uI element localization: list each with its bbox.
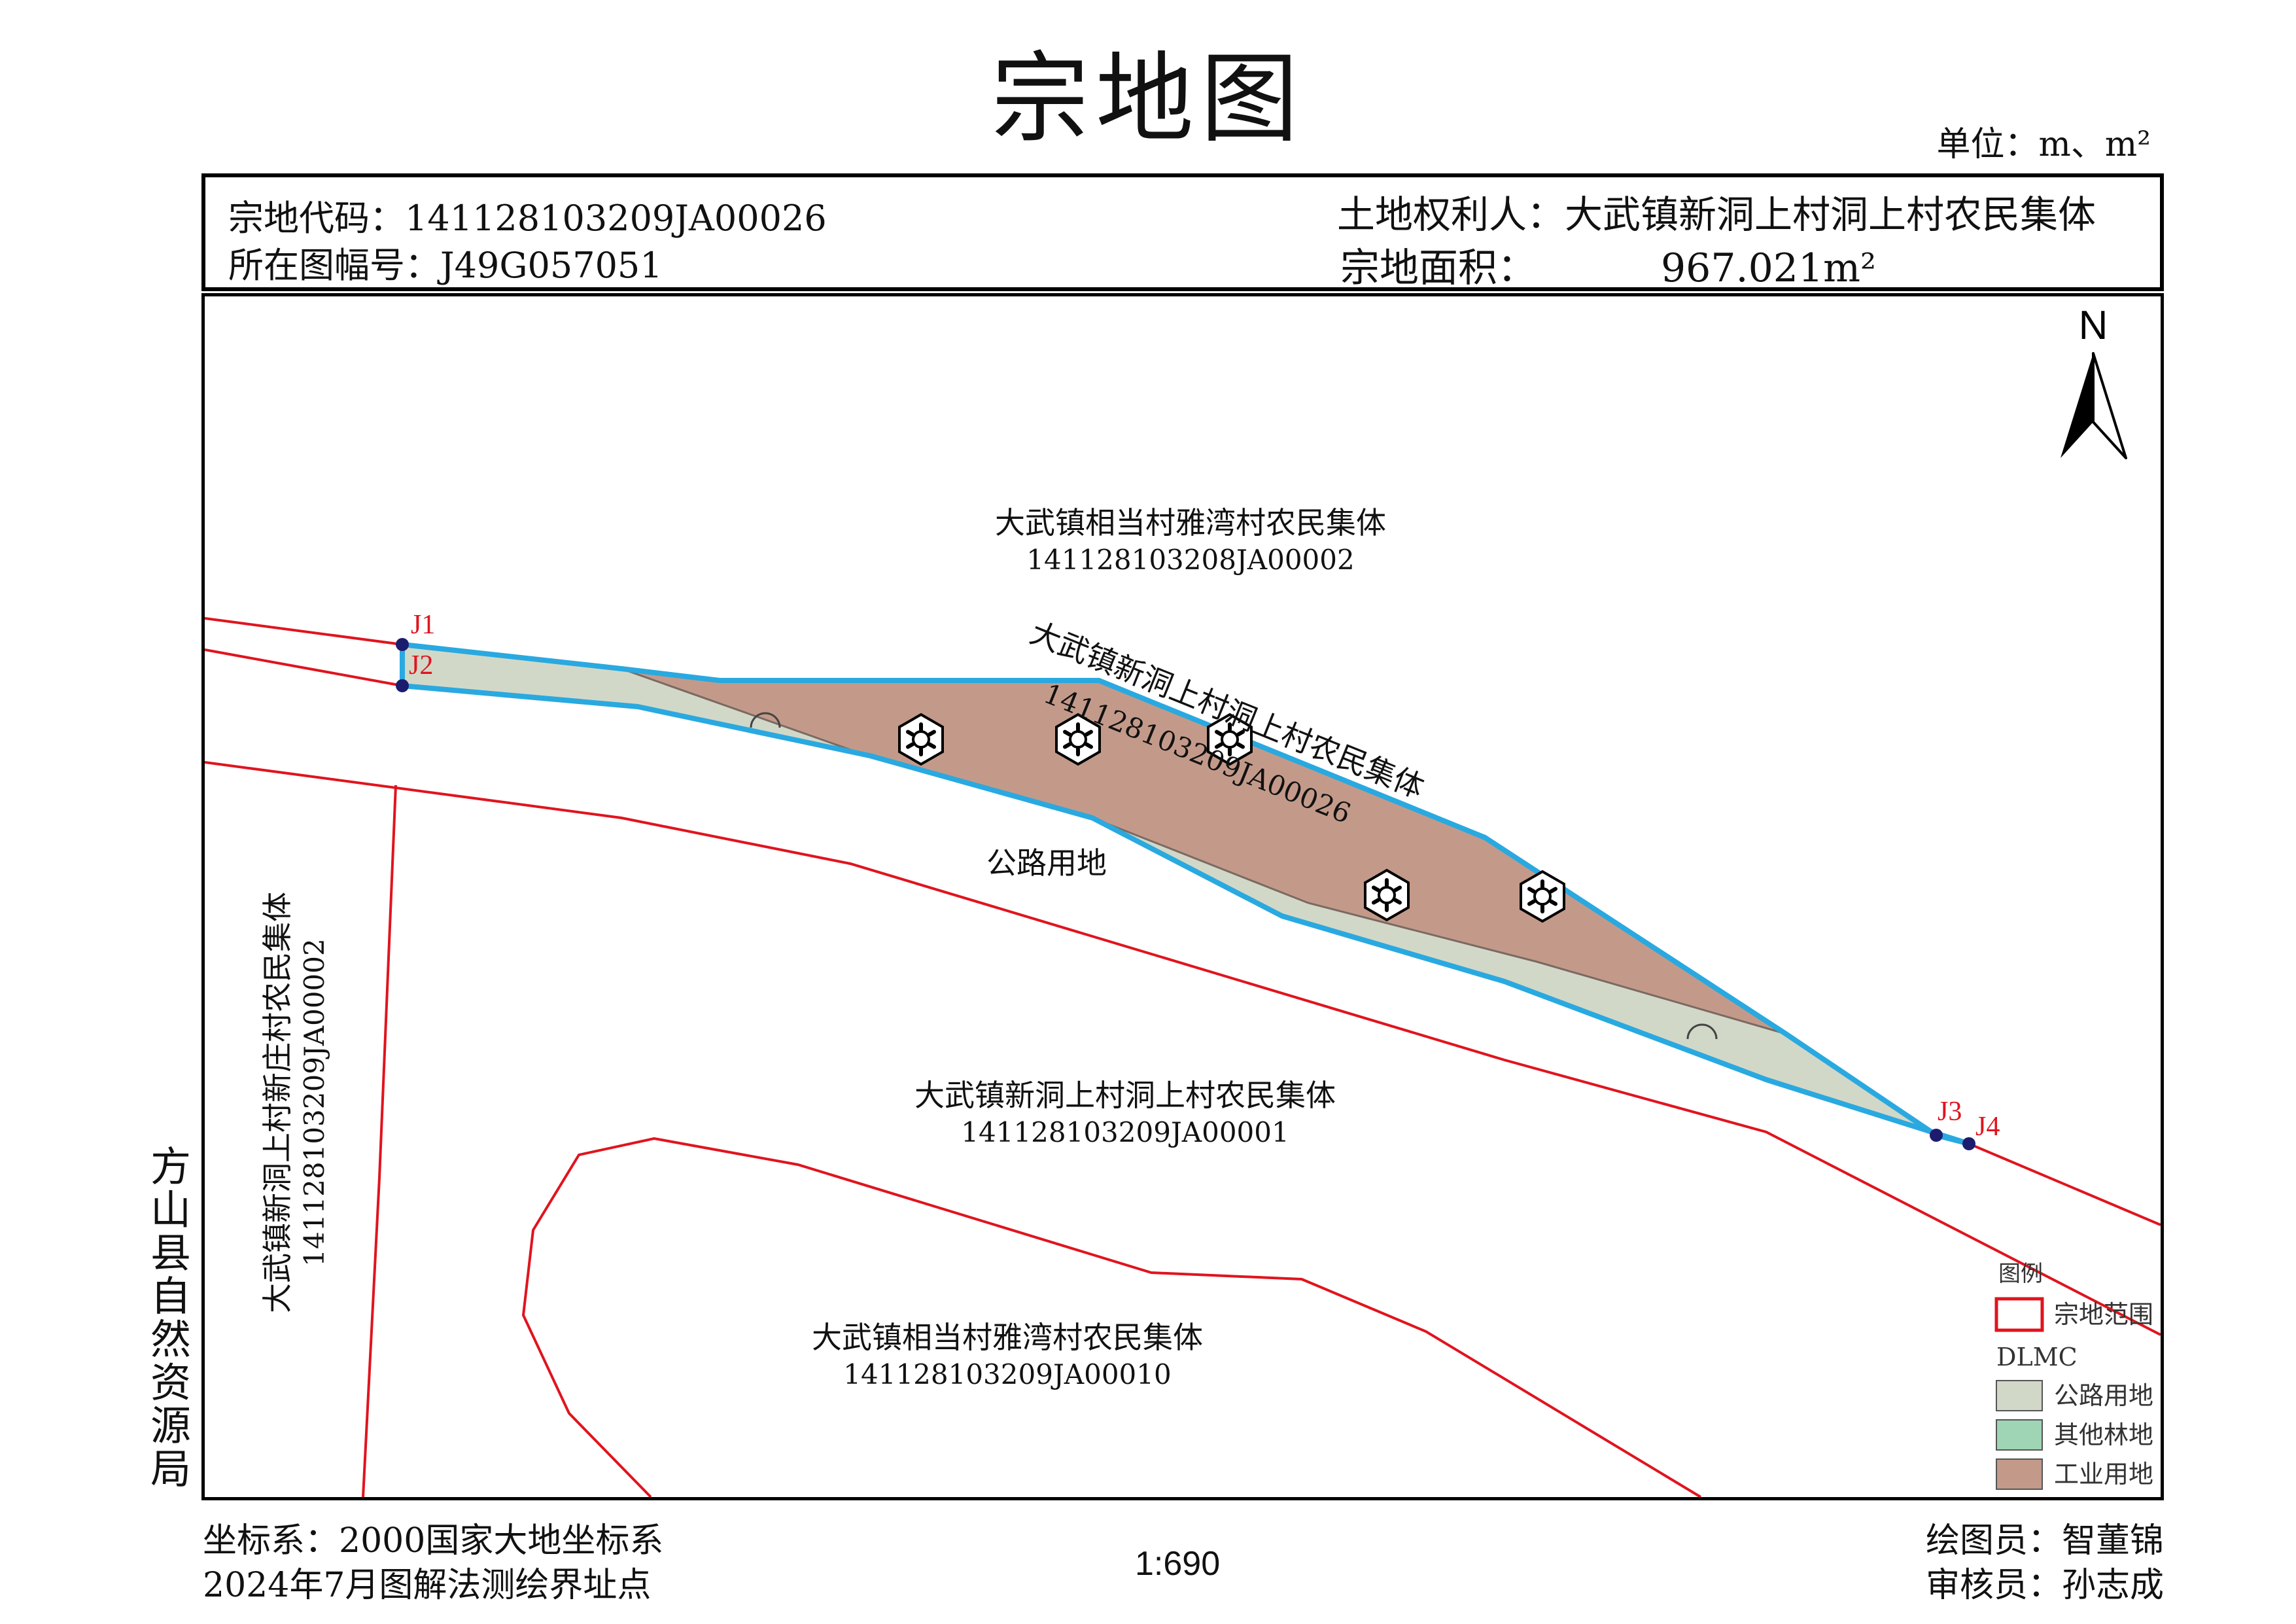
footer-date: 2024年7月图解法测绘界址点: [203, 1566, 652, 1605]
boundary-road-south: [205, 761, 2161, 1336]
point-j1: [396, 638, 409, 651]
parcel-info-box: 宗地代码：141128103209JA00026 所在图幅号：J49G05705…: [201, 173, 2164, 291]
label-j3: J3: [1938, 1097, 1962, 1127]
south-parcel-code: 141128103209JA00001: [961, 1116, 1289, 1148]
north-arrow-left-icon: [2061, 353, 2093, 458]
map-canvas: J1 J2 J3 J4 大武镇相当村雅湾村农民集体 141128103208JA…: [205, 303, 2161, 1497]
legend-dlmc-label: DLMC: [1996, 1343, 2078, 1371]
sheet-row: 所在图幅号：J49G057051: [228, 236, 663, 288]
point-j2: [396, 679, 409, 692]
north-arrow: N: [2061, 303, 2127, 459]
road-label: 公路用地: [986, 845, 1107, 881]
label-j4: J4: [1975, 1112, 2000, 1142]
industrial-symbol-icon: [899, 715, 943, 764]
label-j1: J1: [411, 610, 435, 640]
sheet-value: J49G057051: [440, 245, 663, 286]
industrial-symbol-icon: [1521, 872, 1564, 921]
parcel-inner-line: [621, 667, 1786, 1035]
unit-label: 单位：m、m²: [1936, 125, 2151, 164]
north-arrow-right-icon: [2092, 352, 2127, 459]
legend-road-label: 公路用地: [2054, 1381, 2153, 1410]
point-j3: [1930, 1129, 1943, 1142]
parcel-code-value: 141128103209JA00026: [405, 198, 827, 239]
map-frame: J1 J2 J3 J4 大武镇相当村雅湾村农民集体 141128103208JA…: [201, 293, 2164, 1500]
boundary-west-parcel: [362, 785, 397, 1497]
owner-value: 大武镇新洞上村洞上村农民集体: [1565, 192, 2096, 237]
footer-reviewer: 审核员：孙志成: [1925, 1566, 2164, 1605]
point-labels: J1 J2 J3 J4: [409, 610, 2000, 1142]
boundary-north-road-edge: [205, 617, 403, 646]
area-label: 宗地面积：: [1340, 245, 1537, 291]
footer-drafter: 绘图员：智董锦: [1925, 1521, 2164, 1561]
parcel-code-label: 宗地代码：: [228, 198, 405, 239]
arc-marker: [750, 712, 781, 728]
parcel-boundaries: [205, 617, 2161, 1497]
legend-industrial-swatch: [1996, 1458, 2043, 1490]
area-value: 967.021m²: [1661, 245, 1877, 291]
sheet-label: 所在图幅号：: [228, 245, 440, 286]
legend-road-swatch: [1996, 1380, 2043, 1411]
legend-forest-swatch: [1996, 1419, 2043, 1451]
north-parcel-code: 141128103208JA00002: [1026, 544, 1354, 576]
southwest-parcel-name: 大武镇相当村雅湾村农民集体: [812, 1320, 1203, 1355]
label-j2: J2: [409, 650, 433, 680]
south-parcel-name: 大武镇新洞上村洞上村农民集体: [914, 1078, 1336, 1113]
industrial-symbol-icon: [1365, 870, 1408, 920]
legend: 图例 宗地范围 DLMC 公路用地 其他林地 工业用地: [1994, 1261, 2153, 1490]
boundary-points: [396, 638, 1975, 1150]
legend-boundary-label: 宗地范围: [2054, 1300, 2153, 1329]
legend-title: 图例: [1998, 1261, 2043, 1287]
boundary-southwest-parcel: [521, 1137, 1702, 1497]
subject-parcel: [400, 642, 1972, 1146]
parcel-outline: [400, 642, 1972, 1146]
arc-marker: [1686, 1023, 1718, 1040]
west-parcel-name: 大武镇新洞上村新庄村农民集体: [260, 892, 295, 1313]
issuer-side-label: 方山县自然资源局: [143, 1145, 191, 1491]
owner-label: 土地权利人：: [1337, 192, 1565, 237]
legend-forest-label: 其他林地: [2054, 1421, 2153, 1449]
area-row: 宗地面积： 967.021m²: [1340, 236, 1876, 293]
north-label: N: [2079, 303, 2108, 348]
page-title: 宗地图: [990, 43, 1305, 156]
legend-boundary-swatch: [1994, 1297, 2044, 1332]
legend-industrial-label: 工业用地: [2054, 1460, 2153, 1489]
map-scale: 1:690: [1135, 1545, 1221, 1583]
boundary-road-north-west: [205, 648, 403, 687]
north-parcel-name: 大武镇相当村雅湾村农民集体: [995, 505, 1386, 540]
west-parcel-code: 141128103209JA00002: [298, 938, 330, 1266]
point-j4: [1962, 1137, 1975, 1150]
boundary-j4-east: [1968, 1142, 2161, 1226]
parcel-code-row: 宗地代码：141128103209JA00026: [228, 189, 827, 241]
footer-crs: 坐标系：2000国家大地坐标系: [203, 1521, 664, 1561]
owner-row: 土地权利人：大武镇新洞上村洞上村农民集体: [1337, 184, 2096, 239]
southwest-parcel-code: 141128103209JA00010: [843, 1358, 1171, 1390]
